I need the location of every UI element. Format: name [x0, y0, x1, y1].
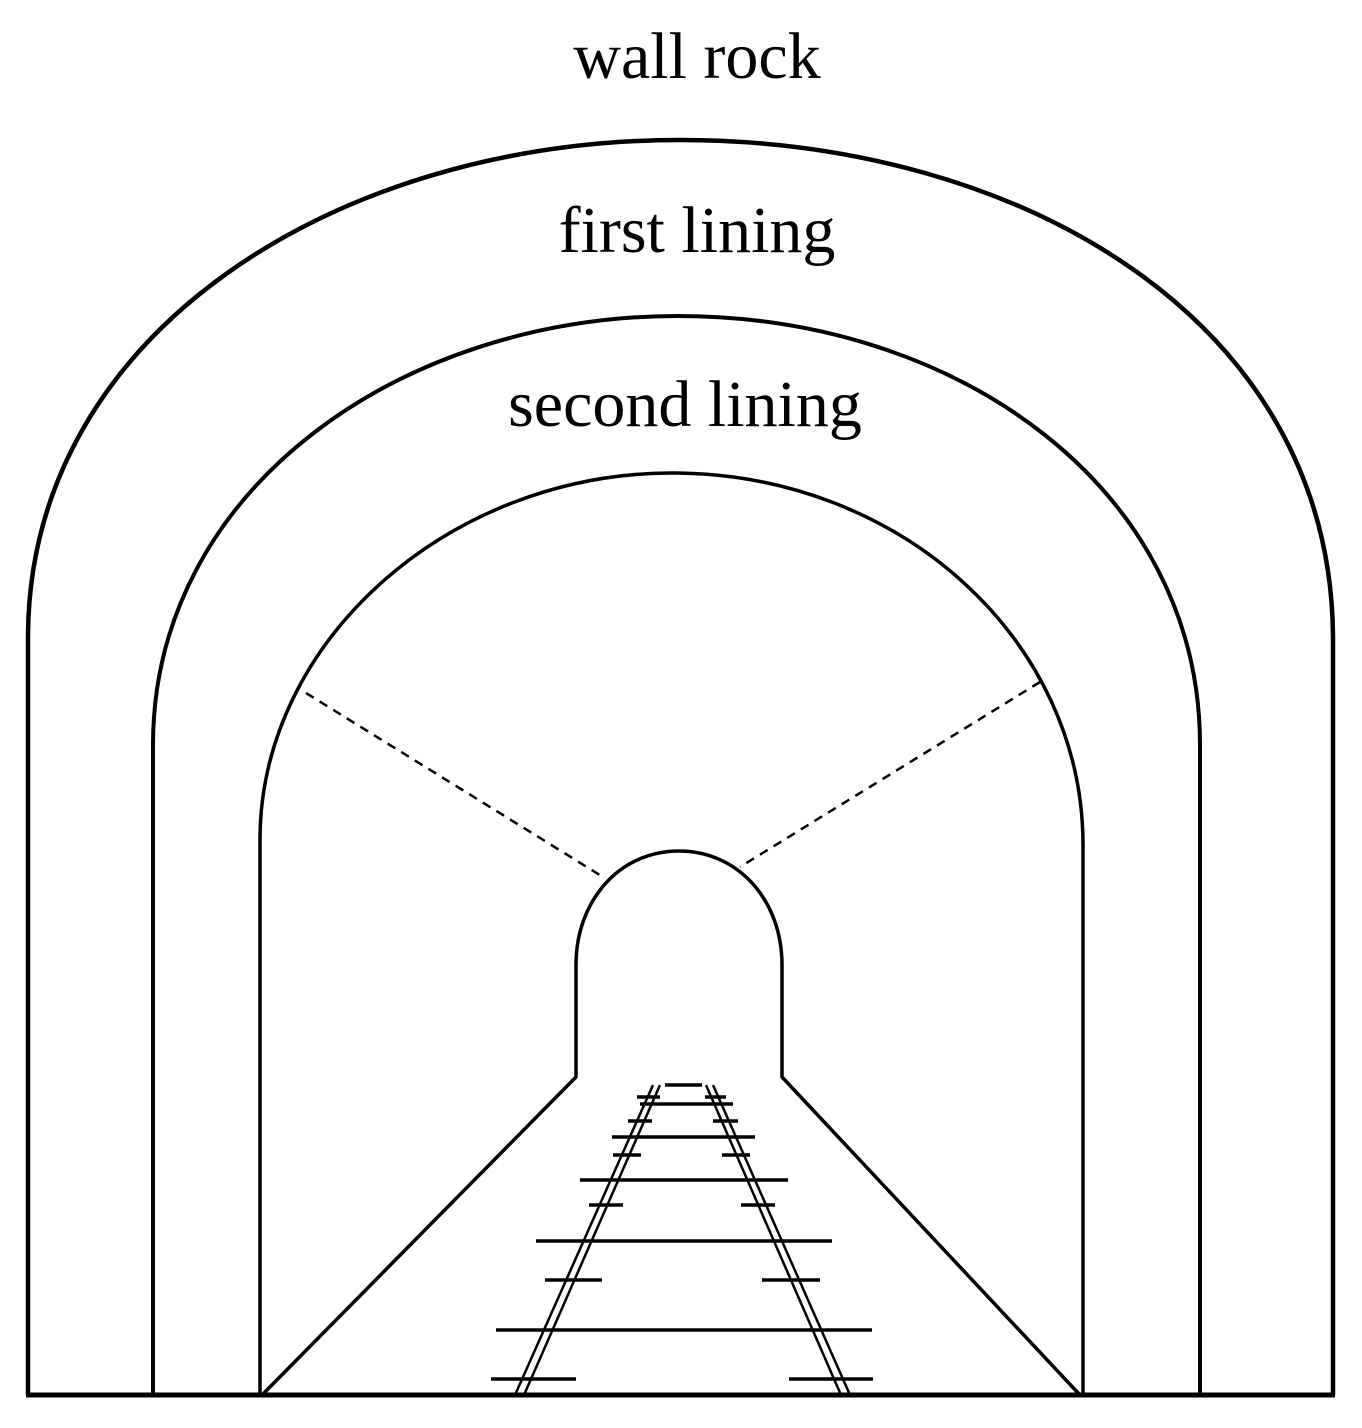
outer-arch-boundary: [25, 137, 1336, 1395]
rail-plates: [491, 1095, 873, 1381]
label-wall-rock: wall rock: [573, 20, 820, 93]
label-second-lining: second lining: [508, 368, 862, 441]
label-first-lining: first lining: [559, 194, 836, 267]
far-tunnel-portal: [260, 849, 1082, 1397]
perspective-dash-right: [739, 680, 1041, 869]
middle-arch-boundary: [151, 314, 1202, 1395]
inner-arch-boundary: [258, 471, 1085, 1395]
railway-track: [491, 1083, 873, 1396]
perspective-dash-left: [305, 691, 604, 879]
sleepers: [496, 1083, 872, 1332]
